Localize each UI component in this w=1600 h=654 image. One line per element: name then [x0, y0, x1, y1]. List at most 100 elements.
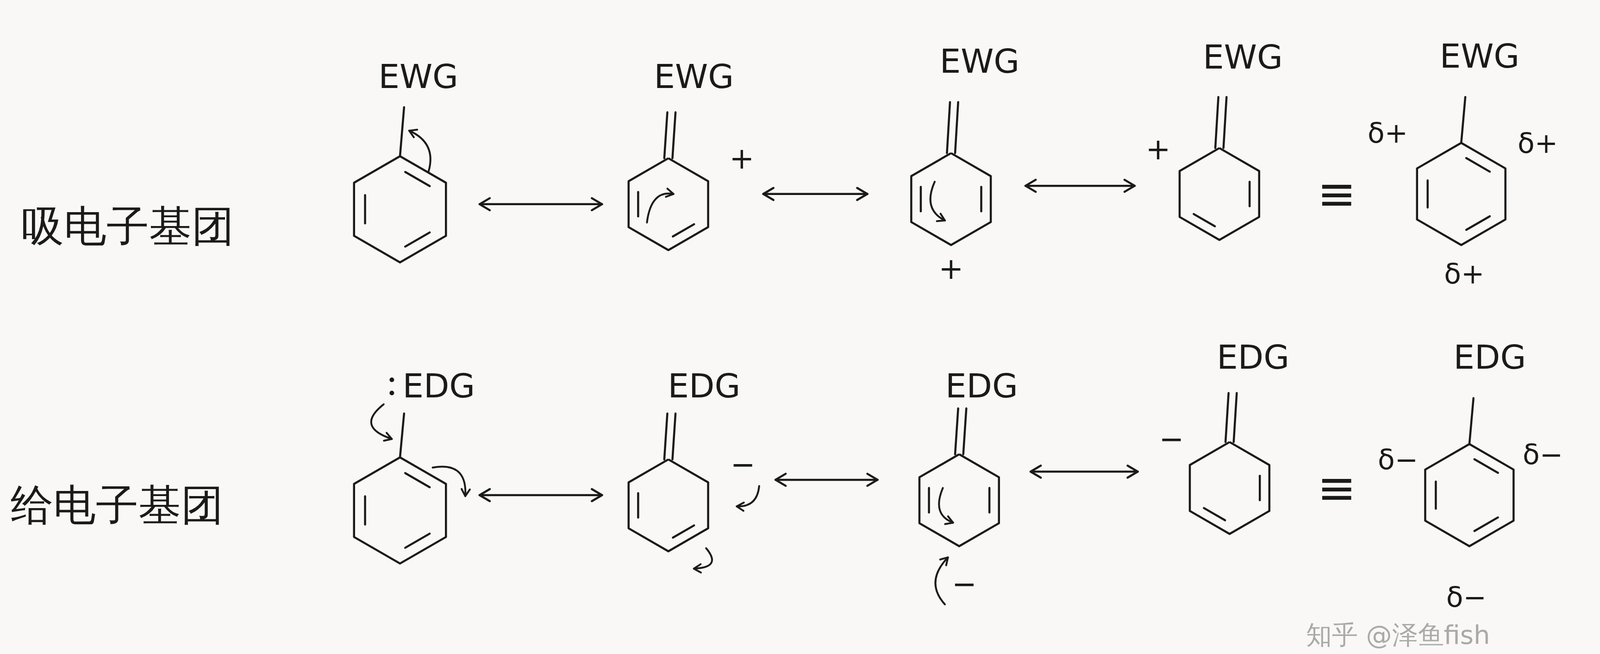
- row-heading: 给电子基团: [10, 483, 224, 527]
- lone-pair-dot: [389, 377, 394, 382]
- double-bond-line: [1466, 157, 1490, 172]
- charge-label: δ−: [1522, 440, 1563, 469]
- benzene-structure: [354, 106, 447, 263]
- exocyclic-double-bond: [955, 408, 959, 455]
- resonance-arrow: [1025, 184, 1135, 188]
- exocyclic-double-bond: [672, 413, 676, 460]
- benzene-structure: [628, 112, 709, 250]
- curved-arrow: [736, 485, 759, 507]
- ring-outline: [628, 459, 709, 551]
- substituent-label: EWG: [1439, 39, 1520, 73]
- ring-outline: [919, 454, 1000, 546]
- curved-arrow: [693, 548, 713, 569]
- double-bond-line: [1426, 180, 1429, 208]
- double-bond-line: [1466, 216, 1490, 230]
- substituent-label: EDG: [1453, 340, 1527, 374]
- benzene-structure: [911, 101, 991, 245]
- resonance-structure: EWG δ+ δ+ δ+: [1362, 25, 1572, 296]
- double-bond-line: [927, 487, 931, 513]
- exocyclic-double-bond: [672, 112, 676, 158]
- resonance-structure: EWG+: [867, 35, 1026, 291]
- charge-label: −: [951, 568, 977, 599]
- resonance-arrow: [1030, 470, 1138, 473]
- double-bond-line: [1474, 517, 1499, 531]
- resonance-structure: EDG −: [1137, 321, 1302, 557]
- ring-outline: [354, 156, 447, 263]
- resonance-structure: EWG+: [1134, 30, 1291, 250]
- double-bond-line: [980, 186, 983, 212]
- curved-arrow: [371, 404, 393, 439]
- double-bond-line: [1434, 481, 1438, 509]
- benzene-structure: [628, 413, 760, 569]
- ring-outline: [1179, 148, 1260, 240]
- resonance-arrow: [479, 203, 603, 206]
- exocyclic-double-bond: [1215, 96, 1219, 148]
- exocyclic-double-bond: [963, 408, 967, 455]
- double-bond-line: [672, 224, 694, 237]
- benzene-structure: [354, 377, 466, 564]
- substituent-label: EWG: [939, 44, 1020, 78]
- curved-arrow: [930, 181, 945, 221]
- resonance-arrow: [775, 478, 878, 482]
- equivalence-sign: ≡: [1317, 170, 1357, 218]
- charge-label: δ−: [1446, 582, 1487, 611]
- charge-label: −: [730, 449, 756, 480]
- double-bond-line: [1258, 475, 1262, 500]
- resonance-structure: EWG: [341, 50, 480, 271]
- exocyclic-double-bond: [955, 101, 959, 153]
- resonance-arrow: [479, 493, 603, 497]
- double-bond-line: [1248, 181, 1251, 207]
- exocyclic-double-bond: [1223, 96, 1227, 148]
- row-heading: 吸电子基团: [21, 205, 235, 248]
- charge-label: δ+: [1443, 259, 1485, 288]
- exocyclic-double-bond: [1225, 393, 1229, 443]
- watermark: 知乎 @泽鱼fish: [1306, 621, 1491, 648]
- ring-outline: [1189, 441, 1270, 534]
- ring-outline: [628, 158, 709, 250]
- exocyclic-double-bond: [1233, 393, 1238, 443]
- substituent-label: EWG: [378, 59, 458, 94]
- ring-outline: [1425, 443, 1514, 546]
- double-bond-line: [637, 493, 640, 518]
- substituent-bond: [1469, 398, 1474, 444]
- curved-arrow: [646, 193, 674, 223]
- double-bond-line: [1203, 507, 1225, 520]
- charge-label: +: [1145, 134, 1171, 164]
- benzene-structure: [1425, 398, 1514, 547]
- charge-label: +: [729, 143, 755, 174]
- curved-arrow: [938, 487, 953, 523]
- curved-arrow: [935, 556, 948, 604]
- substituent-label: EDG: [667, 368, 741, 403]
- substituent-bond: [400, 106, 405, 157]
- resonance-structure: EDG: [336, 356, 480, 572]
- double-bond-line: [363, 496, 367, 525]
- charge-label: δ+: [1517, 129, 1558, 157]
- double-bond-line: [405, 171, 430, 186]
- double-bond-line: [363, 194, 367, 224]
- charge-label: δ−: [1377, 445, 1419, 474]
- substituent-label: EDG: [1216, 340, 1290, 374]
- charge-label: −: [1158, 424, 1184, 454]
- resonance-structure: EWG+: [601, 50, 763, 261]
- resonance-structure: EDG δ− δ− δ−: [1367, 321, 1577, 618]
- substituent-label: EDG: [402, 368, 475, 403]
- double-bond-line: [1474, 459, 1499, 473]
- curved-arrow: [432, 466, 466, 496]
- exocyclic-double-bond: [664, 413, 668, 460]
- double-bond-line: [637, 191, 640, 217]
- double-bond-line: [988, 487, 991, 513]
- exocyclic-double-bond: [946, 101, 950, 153]
- double-bond-line: [405, 232, 430, 247]
- curved-arrow: [409, 130, 431, 172]
- resonance-structure: EDG−: [877, 351, 1032, 613]
- lone-pair-dot: [389, 390, 394, 396]
- benzene-structure: [1417, 96, 1506, 245]
- double-bond-line: [919, 186, 923, 212]
- benzene-structure: [919, 408, 1000, 605]
- ring-outline: [911, 153, 991, 245]
- exocyclic-double-bond: [664, 112, 668, 158]
- ring-outline: [1417, 143, 1506, 245]
- charge-label: δ+: [1367, 118, 1408, 147]
- double-bond-line: [405, 533, 430, 548]
